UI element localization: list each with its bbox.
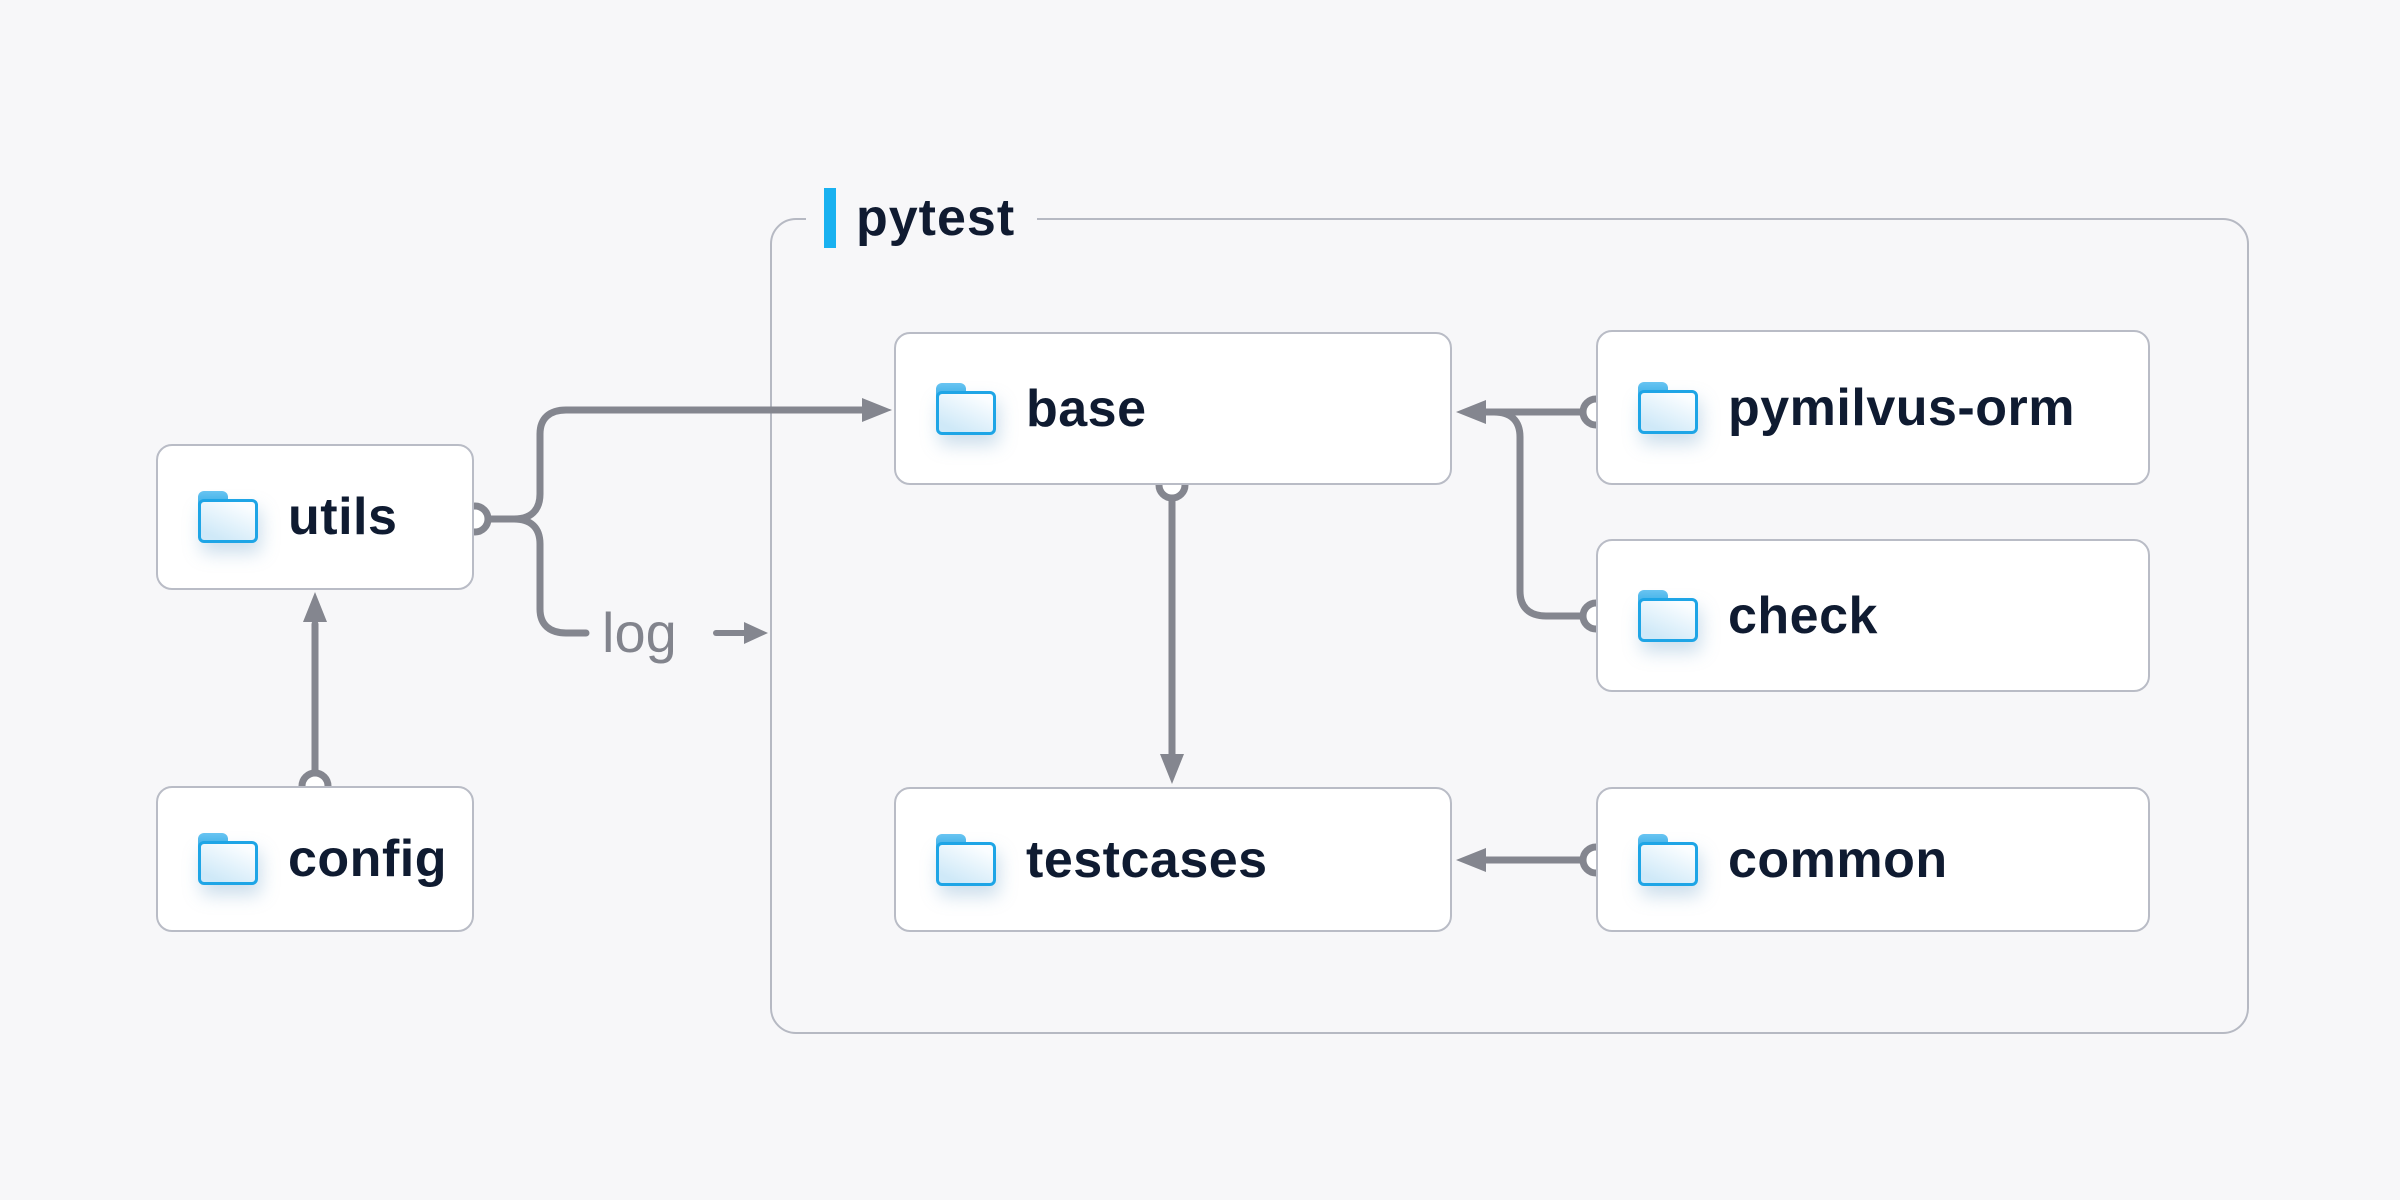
folder-icon — [198, 491, 258, 543]
arrowhead-log — [744, 622, 768, 644]
folder-icon — [198, 833, 258, 885]
node-label: base — [1026, 379, 1147, 438]
edge-utils-log — [510, 515, 590, 637]
folder-icon — [1638, 833, 1698, 886]
node-label: utils — [288, 488, 398, 546]
folder-icon — [936, 382, 996, 435]
arrowhead-into-utils — [303, 592, 327, 622]
node-label: pymilvus-orm — [1728, 378, 2075, 437]
node-testcases: testcases — [894, 787, 1452, 932]
node-label: check — [1728, 586, 1878, 645]
node-common: common — [1596, 787, 2150, 932]
group-title: pytest — [856, 189, 1016, 247]
pytest-group-label: pytest — [806, 186, 1038, 250]
node-base: base — [894, 332, 1452, 485]
node-label: testcases — [1026, 830, 1268, 889]
folder-icon — [1638, 381, 1698, 434]
edge-label-log: log — [602, 601, 677, 664]
node-config: config — [156, 786, 474, 932]
pytest-group-box — [770, 218, 2249, 1034]
accent-bar-icon — [824, 188, 836, 248]
node-label: config — [288, 830, 447, 888]
folder-icon — [936, 833, 996, 886]
node-utils: utils — [156, 444, 474, 590]
node-check: check — [1596, 539, 2150, 692]
node-pymilvus-orm: pymilvus-orm — [1596, 330, 2150, 485]
folder-icon — [1638, 589, 1698, 642]
node-label: common — [1728, 830, 1948, 889]
